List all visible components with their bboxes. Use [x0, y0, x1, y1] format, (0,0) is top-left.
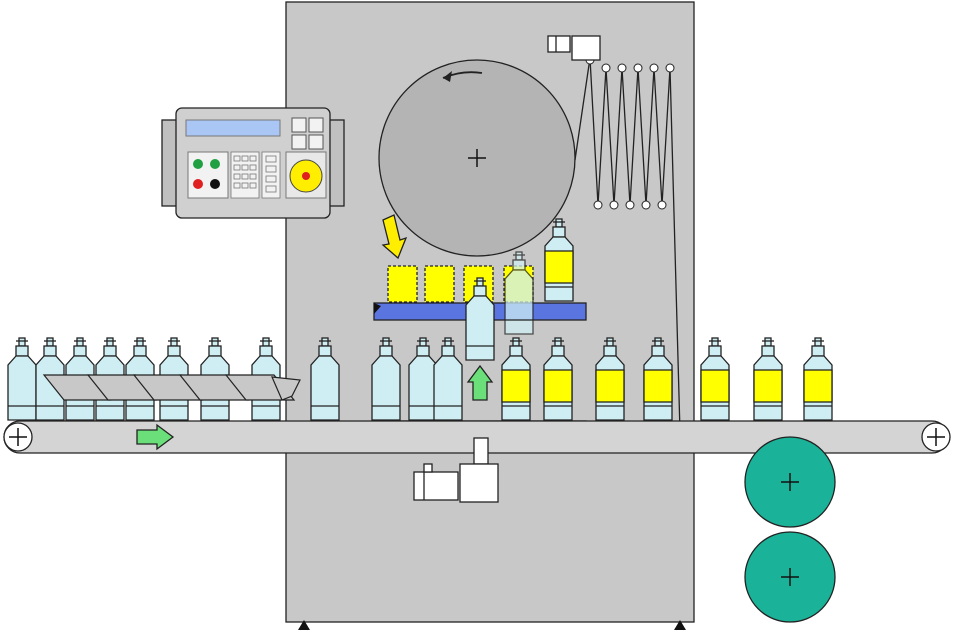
drop-arrow-icon: [381, 214, 408, 260]
led-green: [193, 159, 203, 169]
motor-icon: [413, 437, 499, 503]
panel-nav-buttons[interactable]: [291, 117, 324, 150]
motor-icon: [547, 35, 601, 61]
control-panel: [161, 107, 345, 219]
feed-screw: [42, 374, 301, 401]
panel-display: [185, 119, 281, 137]
feed-arrow-icon: [466, 364, 494, 401]
led-green: [210, 159, 220, 169]
led-black: [210, 179, 220, 189]
panel-keypad[interactable]: [230, 151, 281, 199]
cabinet-foot-right: [674, 620, 686, 630]
led-red: [193, 179, 203, 189]
cabinet-foot-left: [298, 620, 310, 630]
flow-arrow-icon: [136, 423, 175, 451]
